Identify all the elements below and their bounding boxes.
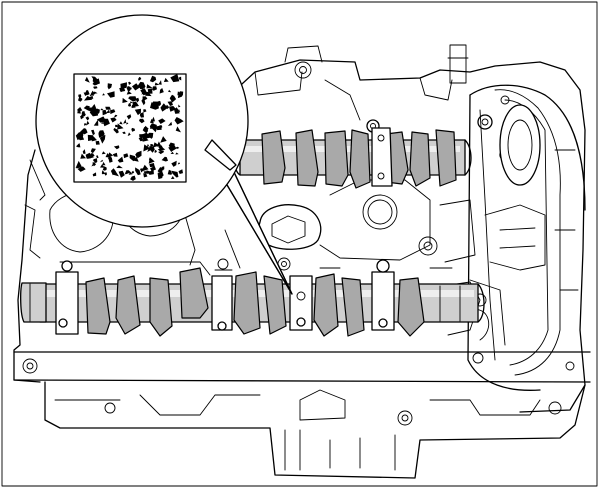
lower-camshaft [20, 259, 485, 337]
cylinder-head [13, 44, 591, 479]
speckle-pattern [75, 73, 184, 181]
timing-chain-cover [467, 84, 586, 391]
detail-callout [35, 14, 293, 295]
speckle-sample-square [73, 73, 187, 183]
upper-camshaft [233, 127, 472, 189]
